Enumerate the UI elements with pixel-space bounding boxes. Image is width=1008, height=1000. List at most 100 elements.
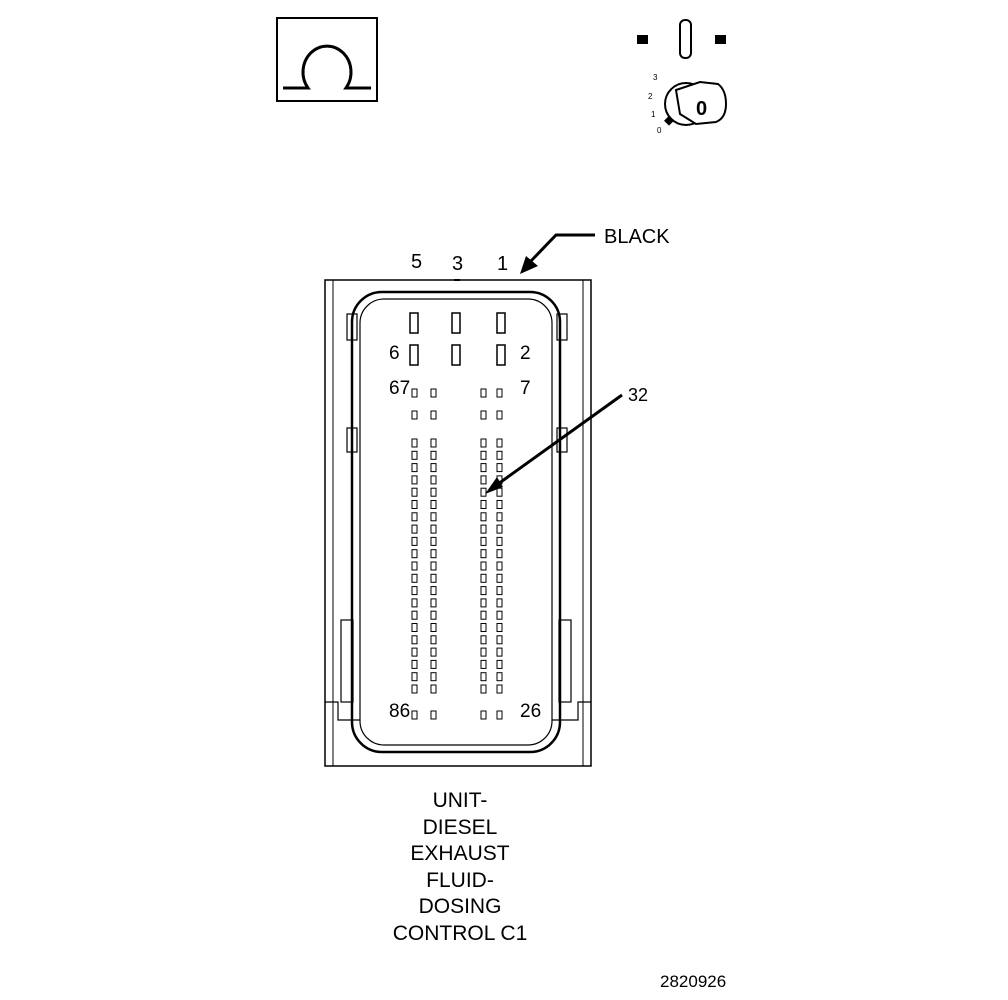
pin-cavity [496, 463, 503, 473]
pin-cavity [430, 672, 437, 682]
large-pins [409, 312, 506, 366]
caption-line: CONTROL C1 [392, 921, 528, 945]
key-position-1: 1 [651, 110, 656, 119]
pin-cavity [480, 450, 487, 460]
pin-cavity [496, 438, 503, 448]
pin-cavity [496, 623, 503, 632]
pin-cavity [496, 410, 503, 420]
pin-label-3: 3 [452, 253, 463, 275]
pin-6-cavity [409, 344, 419, 366]
pin-cavity [480, 487, 487, 497]
pin-cavity [430, 524, 437, 534]
pin-cavity [480, 561, 487, 571]
caption-line: UNIT- [432, 789, 488, 812]
pin-label-1: 1 [497, 253, 508, 275]
connector-color-label: BLACK [604, 226, 670, 248]
pin-4-cavity [451, 344, 461, 366]
pin-label-86: 86 [389, 701, 410, 722]
pin-cavity [411, 710, 418, 720]
pin-cavity [411, 647, 418, 657]
pin-cavity [430, 586, 437, 596]
pin-cavity [430, 647, 437, 657]
pin-cavity [430, 536, 437, 546]
pin-cavity [496, 672, 503, 682]
pin-cavity [411, 512, 418, 522]
pin-cavity [430, 684, 437, 694]
pin-cavity [480, 610, 487, 620]
pin-cavity [411, 573, 418, 583]
pin-cavity [430, 573, 437, 583]
pin-cavity [411, 388, 418, 398]
pin-cavity [411, 475, 418, 485]
pin-cavity [430, 512, 437, 522]
ignition-key-icon: 0 3 2 1 0 [637, 19, 728, 135]
pin-cavity [496, 512, 503, 522]
pin-cavity [411, 549, 418, 559]
pin-cavity [480, 500, 487, 509]
pin-cavity [480, 512, 487, 522]
pin-cavity [430, 487, 437, 497]
pin-cavity [430, 463, 437, 473]
pin-cavity [480, 586, 487, 596]
pin-2-cavity [496, 344, 506, 366]
pin-cavity [430, 500, 437, 509]
pin-cavity [496, 684, 503, 694]
pin-label-67: 67 [389, 378, 410, 399]
small-pin-grid [411, 388, 503, 720]
key-position-0: 0 [657, 126, 662, 135]
pin-cavity [496, 647, 503, 657]
key-position-3: 3 [653, 73, 658, 82]
pin-cavity [411, 536, 418, 546]
pin-cavity [480, 524, 487, 534]
pin-cavity [411, 463, 418, 473]
pin-cavity [430, 659, 437, 669]
pin-cavity [496, 524, 503, 534]
pin-cavity [430, 475, 437, 485]
pin-cavity [480, 659, 487, 669]
pin-cavity [480, 647, 487, 657]
pin-cavity [480, 710, 487, 720]
pin-cavity [411, 586, 418, 596]
pin-cavity [496, 388, 503, 398]
color-callout: BLACK [520, 226, 670, 274]
pin-cavity [411, 450, 418, 460]
pin-cavity [430, 450, 437, 460]
ohm-icon [276, 17, 378, 102]
pin-cavity [411, 672, 418, 682]
pin-cavity [496, 610, 503, 620]
pin-cavity [496, 586, 503, 596]
pin-cavity [480, 475, 487, 485]
figure-id: 2820926 [660, 972, 727, 991]
caption-line: DIESEL [422, 815, 498, 839]
pin-cavity [480, 684, 487, 694]
pin-label-26: 26 [520, 701, 541, 722]
pin-cavity [496, 561, 503, 571]
pin-label-5: 5 [411, 251, 422, 273]
pin-cavity [496, 573, 503, 583]
connector-body [324, 279, 592, 767]
pin-cavity [480, 438, 487, 448]
pin-cavity [496, 635, 503, 645]
pin-cavity [480, 410, 487, 420]
key-label: 0 [696, 98, 707, 120]
pin-cavity [411, 659, 418, 669]
pin-cavity [411, 500, 418, 509]
pin-cavity [430, 610, 437, 620]
pin-label-6: 6 [389, 343, 400, 364]
pin-cavity [411, 635, 418, 645]
pin-cavity [430, 388, 437, 398]
connector-caption: UNIT- DIESEL EXHAUST FLUID- DOSING CONTR… [360, 788, 560, 947]
pin-cavity [496, 598, 503, 608]
pin-cavity [430, 623, 437, 632]
pin-cavity [496, 536, 503, 546]
pin-cavity [480, 388, 487, 398]
pin-cavity [496, 659, 503, 669]
pin-cavity [411, 487, 418, 497]
pin-cavity [480, 598, 487, 608]
pin-cavity [496, 500, 503, 509]
pin-cavity [480, 635, 487, 645]
pin-cavity [430, 410, 437, 420]
pin-3-cavity [451, 312, 461, 334]
pin-cavity [411, 438, 418, 448]
